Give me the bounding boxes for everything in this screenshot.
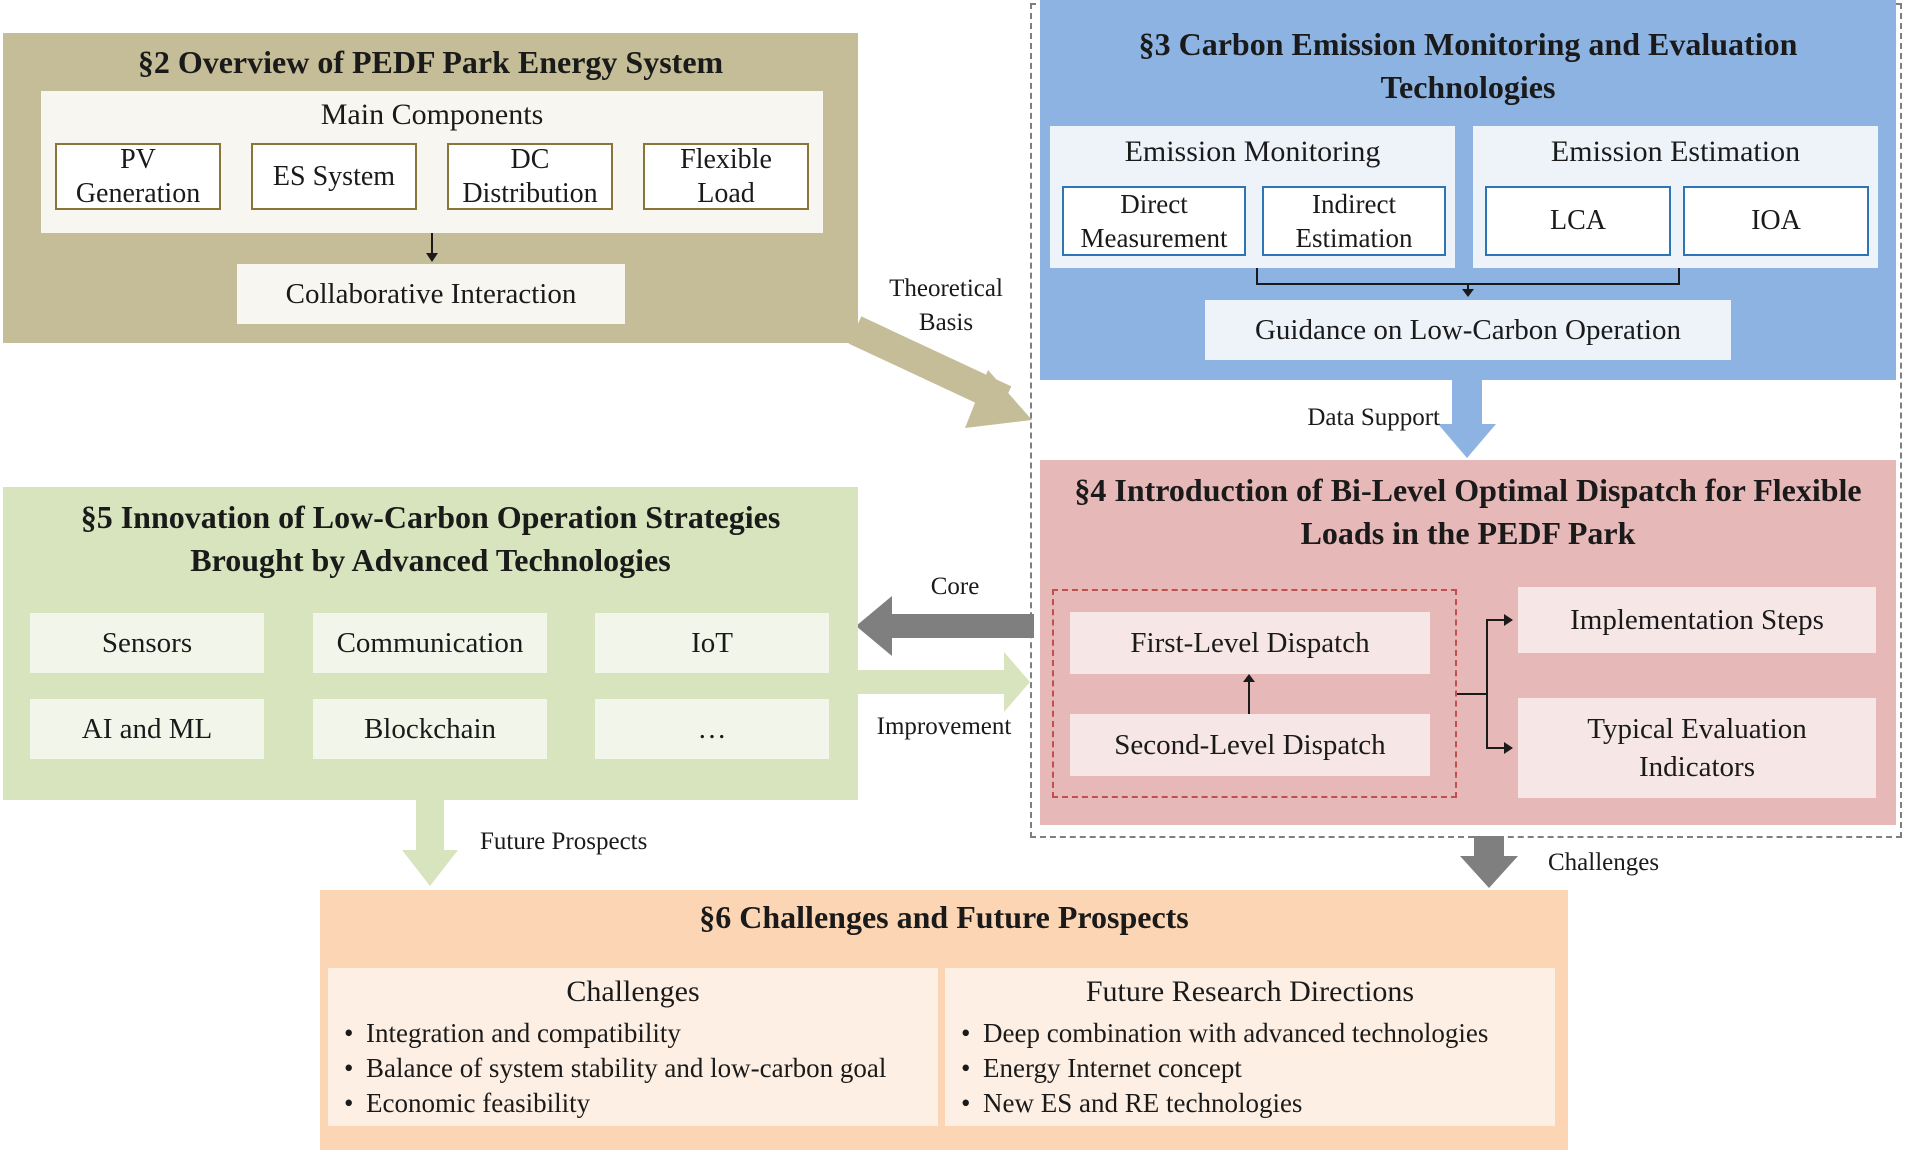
- list-item: New ES and RE technologies: [959, 1086, 1488, 1121]
- ellipsis-box: …: [595, 699, 829, 759]
- improvement-label: Improvement: [876, 713, 1012, 740]
- list-item: Deep combination with advanced technolog…: [959, 1016, 1488, 1051]
- theoretical-basis-arrow-head: [965, 370, 1032, 428]
- first-level-dispatch-box: First-Level Dispatch: [1070, 612, 1430, 674]
- s2-down-arrow-head: [426, 253, 438, 262]
- s3-title: §3 Carbon Emission Monitoring and Evalua…: [1138, 26, 1798, 105]
- improvement-arrow-head: [1004, 652, 1030, 712]
- challenges-box: Challenges Integration and compatibility…: [328, 968, 938, 1126]
- direct-measurement-box: Direct Measurement: [1062, 186, 1246, 256]
- s3-bracket-stem: [1467, 283, 1469, 291]
- core-arrow-shaft: [890, 614, 1034, 638]
- s2-title: §2 Overview of PEDF Park Energy System: [137, 44, 724, 80]
- branch-vertical: [1486, 620, 1488, 748]
- data-support-arrow-shaft: [1452, 378, 1482, 426]
- list-item: Economic feasibility: [342, 1086, 886, 1121]
- guidance-box: Guidance on Low-Carbon Operation: [1205, 300, 1731, 360]
- dispatch-dashed-frame: [1052, 589, 1457, 798]
- branch-stem: [1457, 693, 1487, 695]
- s3-bracket-right: [1678, 268, 1680, 284]
- es-system-box: ES System: [251, 143, 417, 210]
- iot-box: IoT: [595, 613, 829, 673]
- future-directions-list: Deep combination with advanced technolog…: [959, 1016, 1488, 1121]
- future-directions-box: Future Research Directions Deep combinat…: [945, 968, 1555, 1126]
- pv-generation-box: PV Generation: [55, 143, 221, 210]
- branch-bottom-head: [1504, 742, 1513, 754]
- challenges-arrow-head: [1460, 856, 1518, 888]
- s6-panel: §6 Challenges and Future Prospects Chall…: [320, 890, 1568, 1150]
- branch-top-head: [1504, 614, 1513, 626]
- sensors-box: Sensors: [30, 613, 264, 673]
- list-item: Integration and compatibility: [342, 1016, 886, 1051]
- implementation-steps-box: Implementation Steps: [1518, 587, 1876, 653]
- typical-evaluation-indicators-box: Typical Evaluation Indicators: [1518, 698, 1876, 798]
- branch-bottom: [1486, 747, 1506, 749]
- branch-top: [1486, 619, 1506, 621]
- s4-title: §4 Introduction of Bi-Level Optimal Disp…: [1074, 472, 1862, 551]
- bidirectional-arrow-line: [1248, 678, 1250, 718]
- theoretical-basis-label: Theoretical Basis: [889, 275, 1003, 336]
- theoretical-basis-arrow-shaft: [848, 316, 1012, 414]
- list-item: Balance of system stability and low-carb…: [342, 1051, 886, 1086]
- emission-monitoring-title: Emission Monitoring: [1124, 135, 1381, 168]
- s3-bracket-arrow-head: [1462, 289, 1474, 297]
- indirect-estimation-box: Indirect Estimation: [1262, 186, 1446, 256]
- emission-estimation-title: Emission Estimation: [1550, 135, 1801, 168]
- future-prospects-label: Future Prospects: [480, 828, 648, 855]
- lca-box: LCA: [1485, 186, 1671, 256]
- data-support-arrow-head: [1438, 424, 1496, 458]
- list-item: Energy Internet concept: [959, 1051, 1488, 1086]
- collaborative-interaction-box: Collaborative Interaction: [237, 264, 625, 324]
- blockchain-box: Blockchain: [313, 699, 547, 759]
- improvement-arrow-shaft: [858, 670, 1008, 694]
- challenges-list: Integration and compatibility Balance of…: [342, 1016, 886, 1121]
- future-prospects-arrow-shaft: [416, 800, 444, 852]
- second-level-dispatch-box: Second-Level Dispatch: [1070, 714, 1430, 776]
- s2-down-arrow: [431, 233, 433, 255]
- core-arrow-head: [856, 596, 892, 656]
- challenges-label: Challenges: [1548, 849, 1660, 876]
- ai-ml-box: AI and ML: [30, 699, 264, 759]
- challenges-title: Challenges: [566, 975, 700, 1008]
- s6-title: §6 Challenges and Future Prospects: [699, 899, 1189, 935]
- s3-panel: §3 Carbon Emission Monitoring and Evalua…: [1040, 0, 1896, 380]
- s4-panel: §4 Introduction of Bi-Level Optimal Disp…: [1040, 460, 1896, 825]
- s3-bracket-left: [1256, 268, 1258, 284]
- s2-panel: §2 Overview of PEDF Park Energy System M…: [3, 33, 858, 343]
- emission-monitoring-box: Emission Monitoring Direct Measurement I…: [1050, 126, 1455, 268]
- data-support-label: Data Support: [1307, 404, 1440, 431]
- core-label: Core: [930, 573, 980, 600]
- challenges-arrow-shaft: [1474, 836, 1504, 858]
- future-prospects-arrow-head: [402, 850, 458, 886]
- communication-box: Communication: [313, 613, 547, 673]
- dc-distribution-box: DC Distribution: [447, 143, 613, 210]
- ioa-box: IOA: [1683, 186, 1869, 256]
- flexible-load-box: Flexible Load: [643, 143, 809, 210]
- s5-panel: §5 Innovation of Low-Carbon Operation St…: [3, 487, 858, 800]
- s2-components-box: Main Components PV Generation ES System …: [41, 91, 823, 233]
- s5-title: §5 Innovation of Low-Carbon Operation St…: [80, 499, 781, 578]
- emission-estimation-box: Emission Estimation LCA IOA: [1473, 126, 1878, 268]
- bidirectional-arrow-up: [1243, 674, 1255, 682]
- future-directions-title: Future Research Directions: [1085, 975, 1415, 1008]
- s2-components-title: Main Components: [320, 98, 544, 131]
